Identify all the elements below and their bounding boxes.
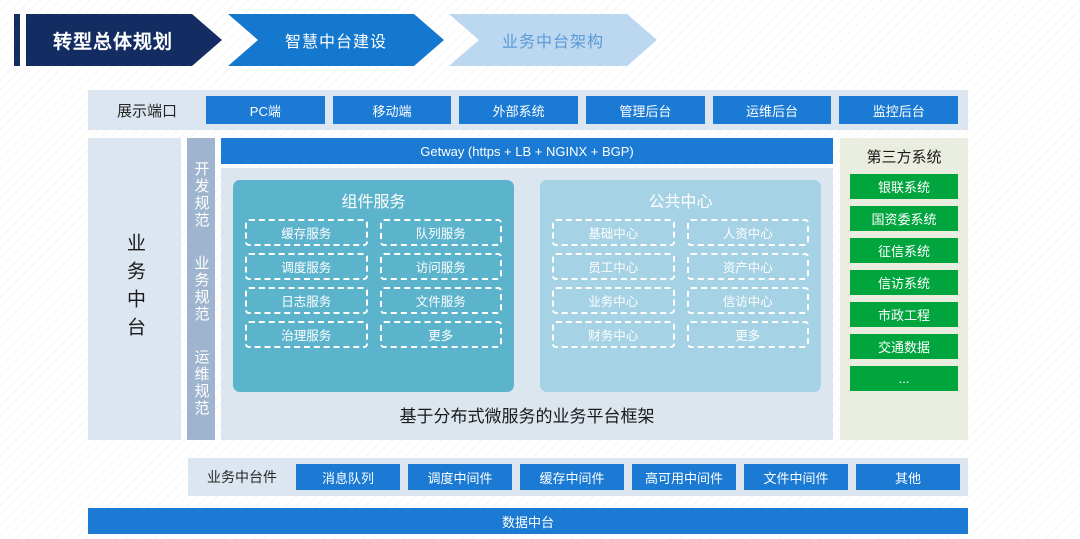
ribbon-step-2[interactable]: 智慧中台建设 — [228, 14, 444, 66]
core-platform: Getway (https + LB + NGINX + BGP) 组件服务 缓… — [221, 138, 833, 440]
service-cell-more[interactable]: 更多 — [379, 321, 502, 348]
port-button[interactable]: 管理后台 — [586, 96, 705, 124]
service-cell[interactable]: 访问服务 — [379, 253, 502, 280]
center-cell[interactable]: 财务中心 — [552, 321, 675, 348]
standard-item: 业务规范 — [192, 255, 210, 323]
ribbon-step-3[interactable]: 业务中台架构 — [449, 14, 657, 66]
middleware-row: 业务中台件 消息队列 调度中间件 缓存中间件 高可用中间件 文件中间件 其他 — [188, 458, 968, 496]
third-party-item[interactable]: 银联系统 — [850, 174, 958, 199]
service-cell[interactable]: 缓存服务 — [245, 219, 368, 246]
component-services-title: 组件服务 — [341, 194, 406, 211]
band-left-label: 业务中台 — [88, 138, 181, 440]
third-party-item[interactable]: 国资委系统 — [850, 206, 958, 231]
port-button[interactable]: 移动端 — [332, 96, 452, 124]
service-cell[interactable]: 治理服务 — [245, 321, 368, 348]
gateway-bar: Getway (https + LB + NGINX + BGP) — [221, 138, 833, 164]
business-midplatform-band: 业务中台 开发规范 业务规范 运维规范 Getway (https + LB +… — [88, 138, 968, 440]
band-left-label-text: 业务中台 — [124, 233, 145, 345]
third-party-item[interactable]: 征信系统 — [850, 238, 958, 263]
ribbon-step-1-label: 转型总体规划 — [52, 31, 173, 53]
middleware-item[interactable]: 高可用中间件 — [632, 464, 736, 490]
port-button[interactable]: PC端 — [206, 96, 325, 124]
service-panels: 组件服务 缓存服务 队列服务 调度服务 访问服务 日志服务 文件服务 治理服务 … — [233, 180, 821, 392]
port-button[interactable]: 监控后台 — [839, 96, 959, 124]
middleware-label: 业务中台件 — [207, 469, 277, 485]
display-ports-row: 展示端口 PC端 移动端 外部系统 管理后台 运维后台 监控后台 — [88, 90, 968, 130]
third-party-item[interactable]: 信访系统 — [850, 270, 958, 295]
component-services-panel: 组件服务 缓存服务 队列服务 调度服务 访问服务 日志服务 文件服务 治理服务 … — [233, 180, 514, 392]
third-party-item-more[interactable]: ... — [850, 366, 958, 391]
middleware-buttons: 消息队列 调度中间件 缓存中间件 高可用中间件 文件中间件 其他 — [296, 464, 968, 490]
third-party-systems-panel: 第三方系统 银联系统 国资委系统 征信系统 信访系统 市政工程 交通数据 ... — [840, 138, 968, 440]
standard-item: 开发规范 — [192, 161, 210, 229]
center-cell[interactable]: 人资中心 — [686, 219, 809, 246]
middleware-item[interactable]: 文件中间件 — [744, 464, 848, 490]
public-center-title: 公共中心 — [648, 194, 713, 211]
port-button[interactable]: 外部系统 — [459, 96, 579, 124]
core-inner: 组件服务 缓存服务 队列服务 调度服务 访问服务 日志服务 文件服务 治理服务 … — [221, 168, 833, 440]
ribbon-step-1[interactable]: 转型总体规划 — [26, 14, 222, 66]
third-party-title: 第三方系统 — [866, 149, 942, 166]
display-ports-label: 展示端口 — [116, 102, 177, 120]
display-ports-buttons: PC端 移动端 外部系统 管理后台 运维后台 监控后台 — [206, 96, 968, 124]
process-ribbon: 转型总体规划 智慧中台建设 业务中台架构 — [0, 14, 1080, 66]
component-services-cells: 缓存服务 队列服务 调度服务 访问服务 日志服务 文件服务 治理服务 更多 — [245, 219, 502, 348]
port-button[interactable]: 运维后台 — [712, 96, 832, 124]
third-party-item[interactable]: 交通数据 — [850, 334, 958, 359]
third-party-item[interactable]: 市政工程 — [850, 302, 958, 327]
framework-caption: 基于分布式微服务的业务平台框架 — [399, 407, 655, 426]
middleware-item[interactable]: 消息队列 — [296, 464, 400, 490]
center-cell[interactable]: 基础中心 — [552, 219, 675, 246]
service-cell[interactable]: 调度服务 — [245, 253, 368, 280]
ribbon-start-tick — [14, 14, 20, 66]
service-cell[interactable]: 队列服务 — [379, 219, 502, 246]
public-center-cells: 基础中心 人资中心 员工中心 资产中心 业务中心 信访中心 财务中心 更多 — [552, 219, 809, 348]
center-cell[interactable]: 业务中心 — [552, 287, 675, 314]
middleware-item-other[interactable]: 其他 — [856, 464, 960, 490]
center-cell[interactable]: 信访中心 — [686, 287, 809, 314]
public-center-panel: 公共中心 基础中心 人资中心 员工中心 资产中心 业务中心 信访中心 财务中心 … — [540, 180, 821, 392]
middleware-item[interactable]: 缓存中间件 — [520, 464, 624, 490]
data-midplatform-bar[interactable]: 数据中台 — [88, 508, 968, 534]
standard-item: 运维规范 — [192, 349, 210, 417]
middleware-item[interactable]: 调度中间件 — [408, 464, 512, 490]
center-cell-more[interactable]: 更多 — [686, 321, 809, 348]
service-cell[interactable]: 文件服务 — [379, 287, 502, 314]
center-cell[interactable]: 员工中心 — [552, 253, 675, 280]
ribbon-step-2-label: 智慧中台建设 — [284, 34, 387, 51]
ribbon-step-3-label: 业务中台架构 — [501, 34, 604, 51]
standards-strip: 开发规范 业务规范 运维规范 — [187, 138, 215, 440]
center-cell[interactable]: 资产中心 — [686, 253, 809, 280]
service-cell[interactable]: 日志服务 — [245, 287, 368, 314]
